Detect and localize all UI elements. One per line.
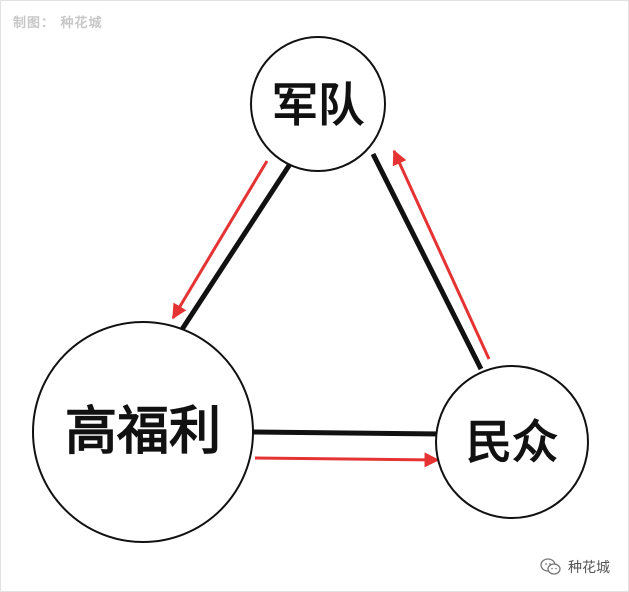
- watermark-text: 种花城: [568, 560, 610, 576]
- credit-caption: 制图： 种花城: [13, 16, 103, 31]
- node-army-circle: [250, 36, 386, 172]
- node-people-label: 民众: [466, 415, 558, 469]
- edge-army-welfare: [176, 159, 295, 336]
- edge-welfare-people: [252, 429, 443, 437]
- arrow-people-to-army: [392, 149, 491, 360]
- arrow-army-to-welfare: [171, 160, 269, 320]
- node-people-circle: [435, 365, 589, 519]
- edge-army-people: [370, 152, 484, 371]
- wechat-icon: [540, 558, 561, 575]
- watermark: 种花城: [540, 557, 610, 577]
- node-army-label: 军队: [272, 78, 365, 132]
- arrow-welfare-to-people: [254, 452, 440, 468]
- node-welfare-label: 高福利: [65, 402, 221, 462]
- node-welfare-circle: [32, 321, 254, 543]
